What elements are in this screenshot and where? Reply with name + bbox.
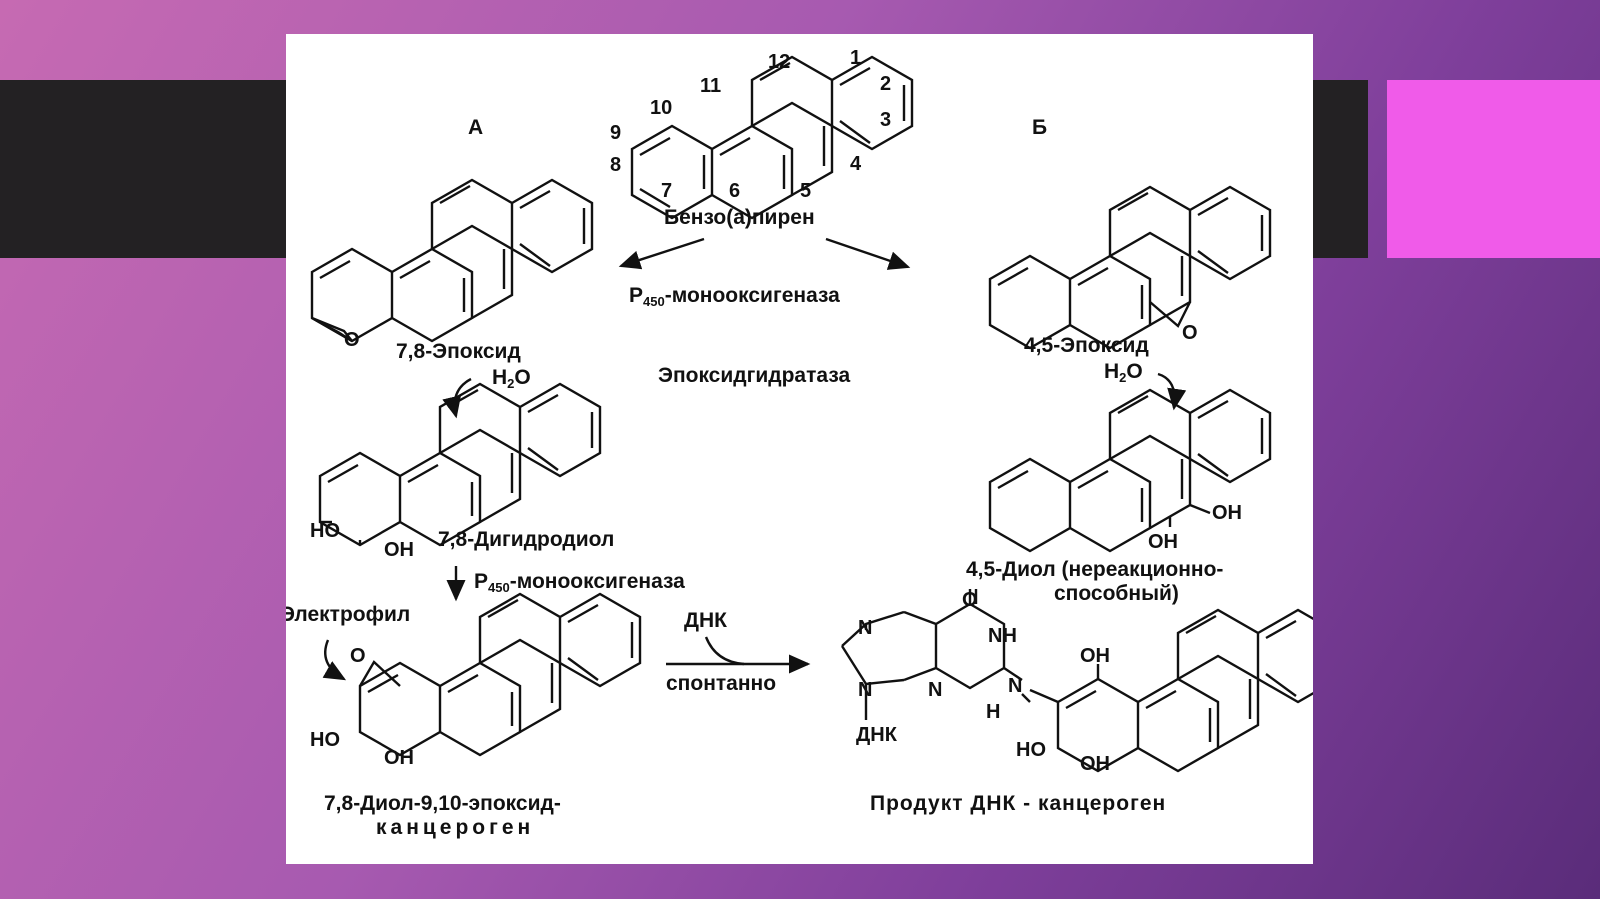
spontaneous-label: спонтанно: [666, 672, 776, 695]
route-b-heading: Б: [1032, 116, 1047, 139]
electrophile-label: Электрофил: [286, 603, 410, 626]
accent-box: [1387, 80, 1600, 258]
dark-band-left: [0, 80, 300, 258]
svg-text:4: 4: [850, 153, 862, 175]
svg-text:O: O: [1182, 322, 1198, 344]
benzopyrene-structure: [630, 55, 914, 220]
dna-reagent-label: ДНК: [684, 609, 727, 632]
arrow-water-a: [442, 377, 472, 419]
route-a-heading: А: [468, 116, 483, 139]
svg-text:2: 2: [880, 73, 891, 95]
svg-text:11: 11: [700, 75, 721, 97]
epoxide-45-structure: [988, 185, 1272, 350]
water-label-b: H2O: [1104, 360, 1143, 385]
epoxide-hydratase-label: Эпоксидгидратаза: [658, 364, 850, 387]
guanine-dna-adduct: N N N O NH N H ДНК: [840, 589, 1031, 746]
svg-text:HO: HO: [310, 520, 340, 542]
svg-text:3: 3: [880, 109, 891, 131]
svg-text:OH: OH: [1080, 645, 1110, 667]
svg-text:H: H: [986, 701, 1000, 723]
diagram-panel: А Б 1 2 3 4 5 6 7 8 9 10 11 12 Бензо(а)п…: [286, 34, 1313, 864]
electrophile-arrow: [322, 639, 347, 681]
svg-text:OH: OH: [1148, 531, 1178, 553]
svg-text:N: N: [1008, 675, 1022, 697]
svg-text:1: 1: [850, 47, 861, 69]
epoxide-45-label: 4,5-Эпоксид: [1024, 334, 1149, 357]
svg-text:5: 5: [800, 180, 811, 202]
svg-text:N: N: [928, 679, 942, 701]
svg-text:O: O: [962, 589, 978, 611]
diol-45-label-1: 4,5-Диол (нереакционно-: [966, 558, 1223, 581]
water-label-a: H2O: [492, 366, 531, 391]
dihydrodiol-78-label: 7,8-Дигидродиол: [438, 528, 614, 551]
svg-text:O: O: [350, 645, 366, 667]
epoxide-78-structure: [310, 178, 594, 343]
svg-text:9: 9: [610, 122, 621, 144]
ring-numbers: 1 2 3 4 5 6 7 8 9 10 11 12: [610, 47, 891, 202]
svg-text:6: 6: [729, 180, 740, 202]
svg-text:HO: HO: [1016, 739, 1046, 761]
benzopyrene-label: Бензо(а)пирен: [664, 206, 815, 229]
svg-text:ДНК: ДНК: [856, 724, 898, 746]
dihydrodiol-78-structure: [318, 382, 602, 547]
diol-epoxide-label-1: 7,8-Диол-9,10-эпоксид-: [324, 792, 561, 815]
arrow-to-route-b: [825, 237, 911, 270]
arrow-to-route-a: [618, 237, 705, 270]
svg-text:OH: OH: [384, 747, 414, 769]
p450-label-a: Р450-монооксигеназа: [474, 570, 685, 595]
svg-text:HO: HO: [310, 729, 340, 751]
svg-text:OH: OH: [1212, 502, 1242, 524]
diol-45-structure: [988, 388, 1272, 553]
epoxide-78-label: 7,8-Эпоксид: [396, 340, 521, 363]
svg-text:7: 7: [661, 180, 672, 202]
svg-text:8: 8: [610, 154, 621, 176]
svg-text:N: N: [858, 679, 872, 701]
dna-carcinogen-product-label: Продукт ДНК - канцероген: [870, 792, 1166, 815]
adduct-benzopyrene-structure: [1056, 608, 1313, 773]
diol-45-label-2: способный): [1054, 582, 1179, 605]
svg-text:10: 10: [650, 97, 672, 119]
p450-label-top: Р450-монооксигеназа: [629, 284, 840, 309]
svg-text:OH: OH: [1080, 753, 1110, 775]
svg-text:NH: NH: [988, 625, 1017, 647]
svg-text:OH: OH: [384, 539, 414, 561]
svg-text:N: N: [858, 617, 872, 639]
svg-text:12: 12: [768, 51, 790, 73]
diol-epoxide-label-2: канцероген: [376, 816, 534, 839]
benzopyrene-metabolism-diagram: А Б 1 2 3 4 5 6 7 8 9 10 11 12 Бензо(а)п…: [286, 47, 1313, 839]
svg-text:O: O: [344, 329, 360, 351]
